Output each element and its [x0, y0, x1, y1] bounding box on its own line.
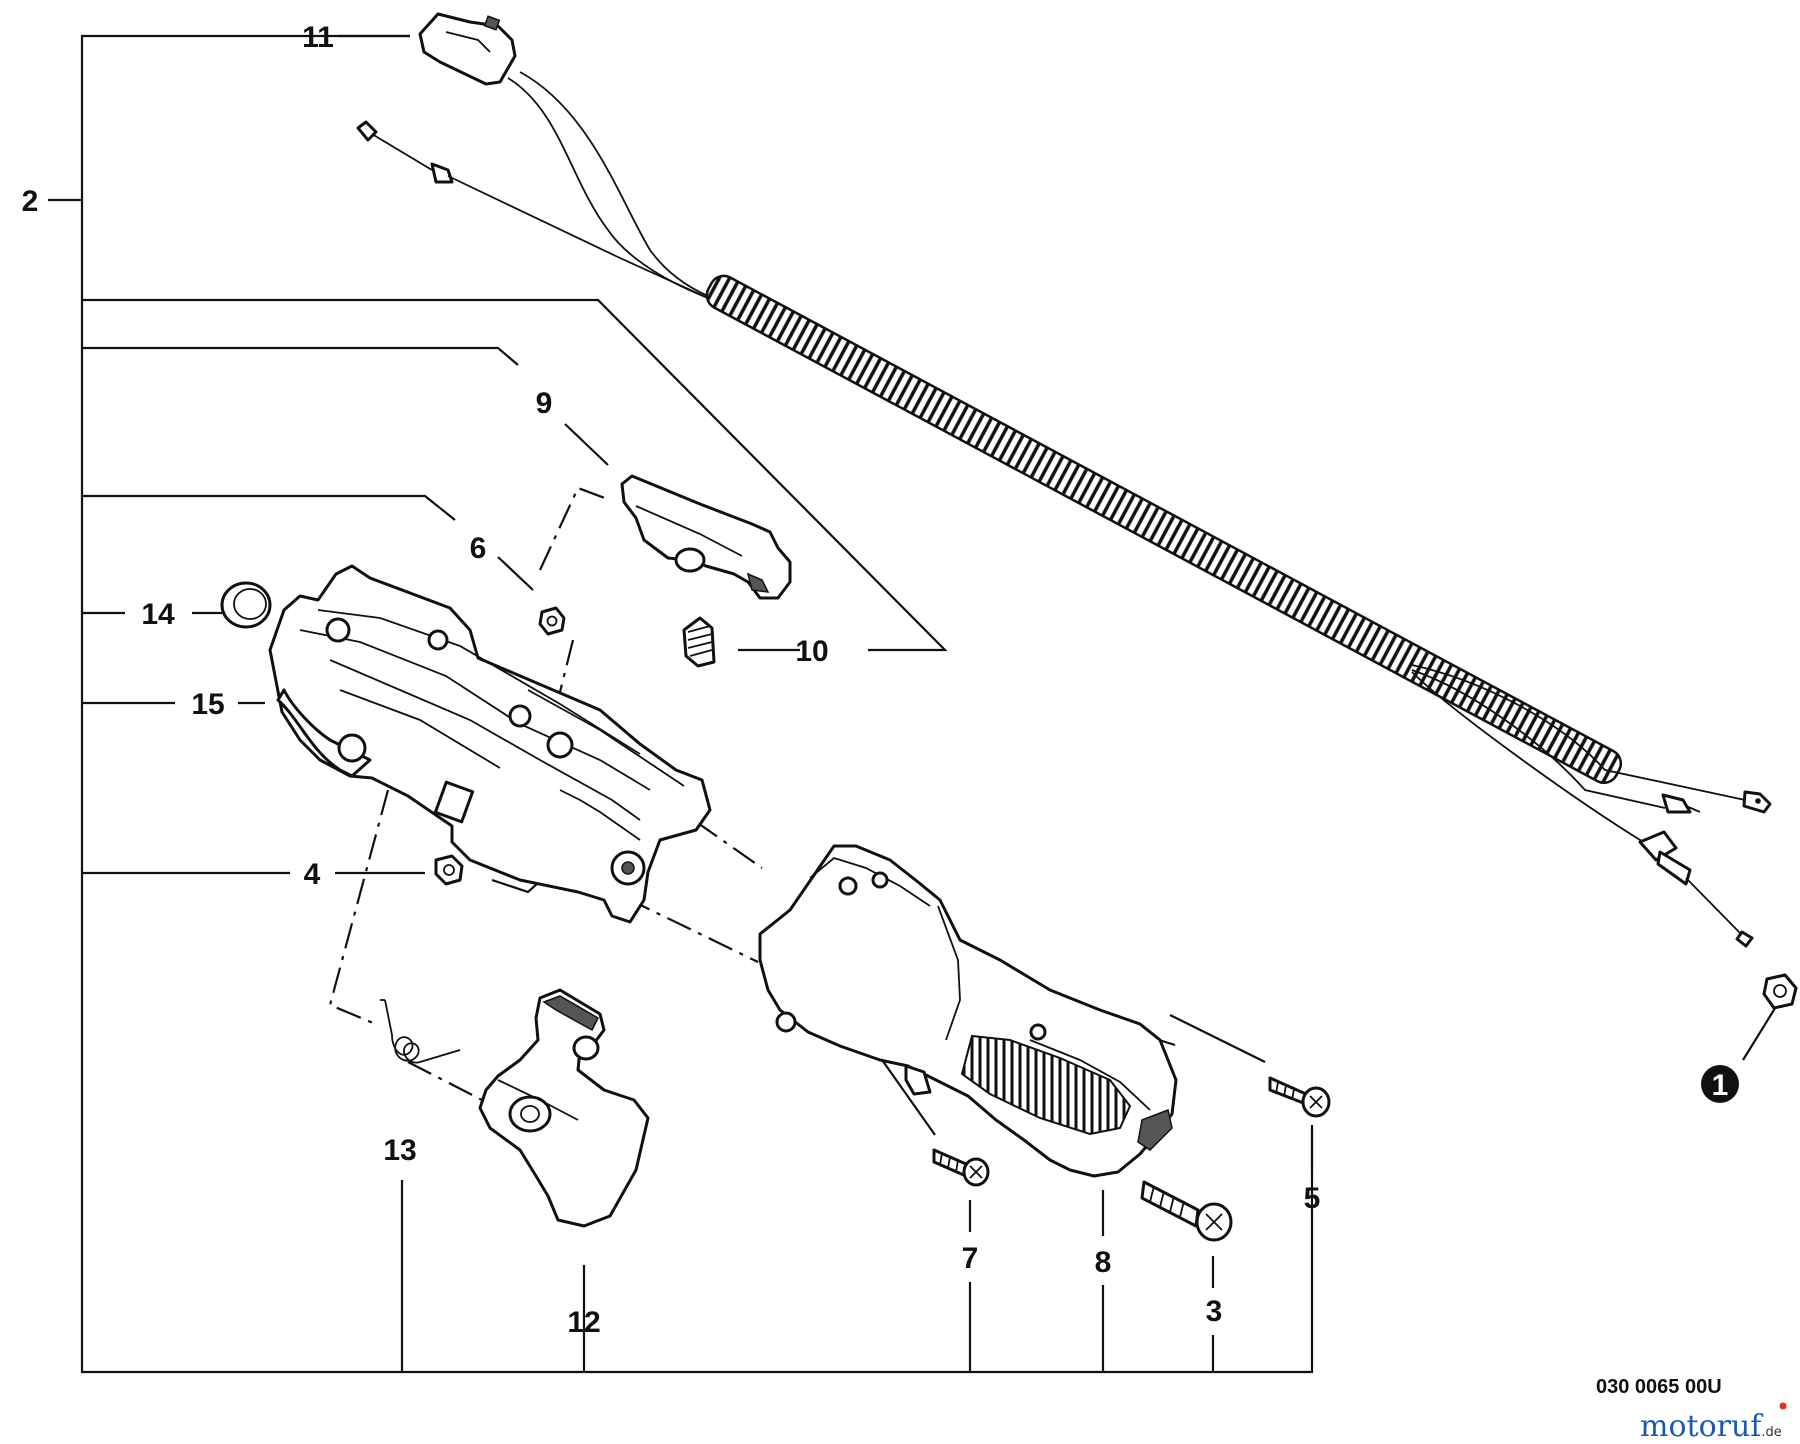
spring-part-10: [682, 616, 716, 668]
coil-sheath: [705, 274, 1623, 785]
callout-11: 11: [302, 21, 334, 54]
callout-5: 5: [1304, 1182, 1321, 1215]
screw-part-5: [1268, 1076, 1331, 1118]
svg-text:motoruf.de: motoruf.de: [1640, 1409, 1782, 1444]
watermark-brand: motoruf: [1640, 1409, 1763, 1444]
leader-lines: [48, 34, 1778, 1374]
grip-texture: [960, 1034, 1132, 1136]
callout-2: 2: [22, 185, 39, 218]
screw-part-3: [1140, 1180, 1233, 1242]
screw-part-7: [932, 1148, 990, 1187]
callout-12: 12: [567, 1306, 600, 1339]
motoruf-watermark-logo: motoruf.de: [1640, 1402, 1787, 1444]
cap-part-14: [220, 581, 272, 629]
stop-switch-connector: [418, 12, 517, 86]
watermark-dot: [1779, 1402, 1787, 1410]
callout-10: 10: [795, 635, 828, 668]
callout-6: 6: [470, 532, 487, 565]
throttle-trigger-part-9: [620, 474, 792, 600]
callout-1-badge: [1701, 1065, 1739, 1103]
callout-labels: 1 2 3 4 5 6 7 8 9 10 11 12 13 14 15: [22, 21, 1739, 1339]
callout-13: 13: [383, 1134, 416, 1167]
nut-part-1: [1762, 973, 1798, 1010]
callout-1: 1: [1712, 1069, 1729, 1102]
callout-15: 15: [191, 688, 224, 721]
nut-part-6: [538, 606, 566, 636]
handle-half-part-8: [758, 844, 1178, 1178]
callout-9: 9: [536, 387, 553, 420]
callout-7: 7: [962, 1242, 979, 1275]
callout-3: 3: [1206, 1295, 1223, 1328]
trigger-lockout-part-12: [478, 988, 650, 1228]
callout-8: 8: [1095, 1246, 1112, 1279]
callout-14: 14: [141, 598, 175, 631]
torsion-spring-part-13: [380, 999, 461, 1064]
callout-4: 4: [304, 858, 321, 891]
watermark-suffix: .de: [1761, 1425, 1781, 1440]
throttle-cable-assembly: [356, 12, 1772, 948]
handle-half-part-15: [268, 564, 712, 924]
diagram-reference-code: 030 0065 00U: [1596, 1376, 1722, 1398]
nut-part-4: [434, 854, 464, 886]
